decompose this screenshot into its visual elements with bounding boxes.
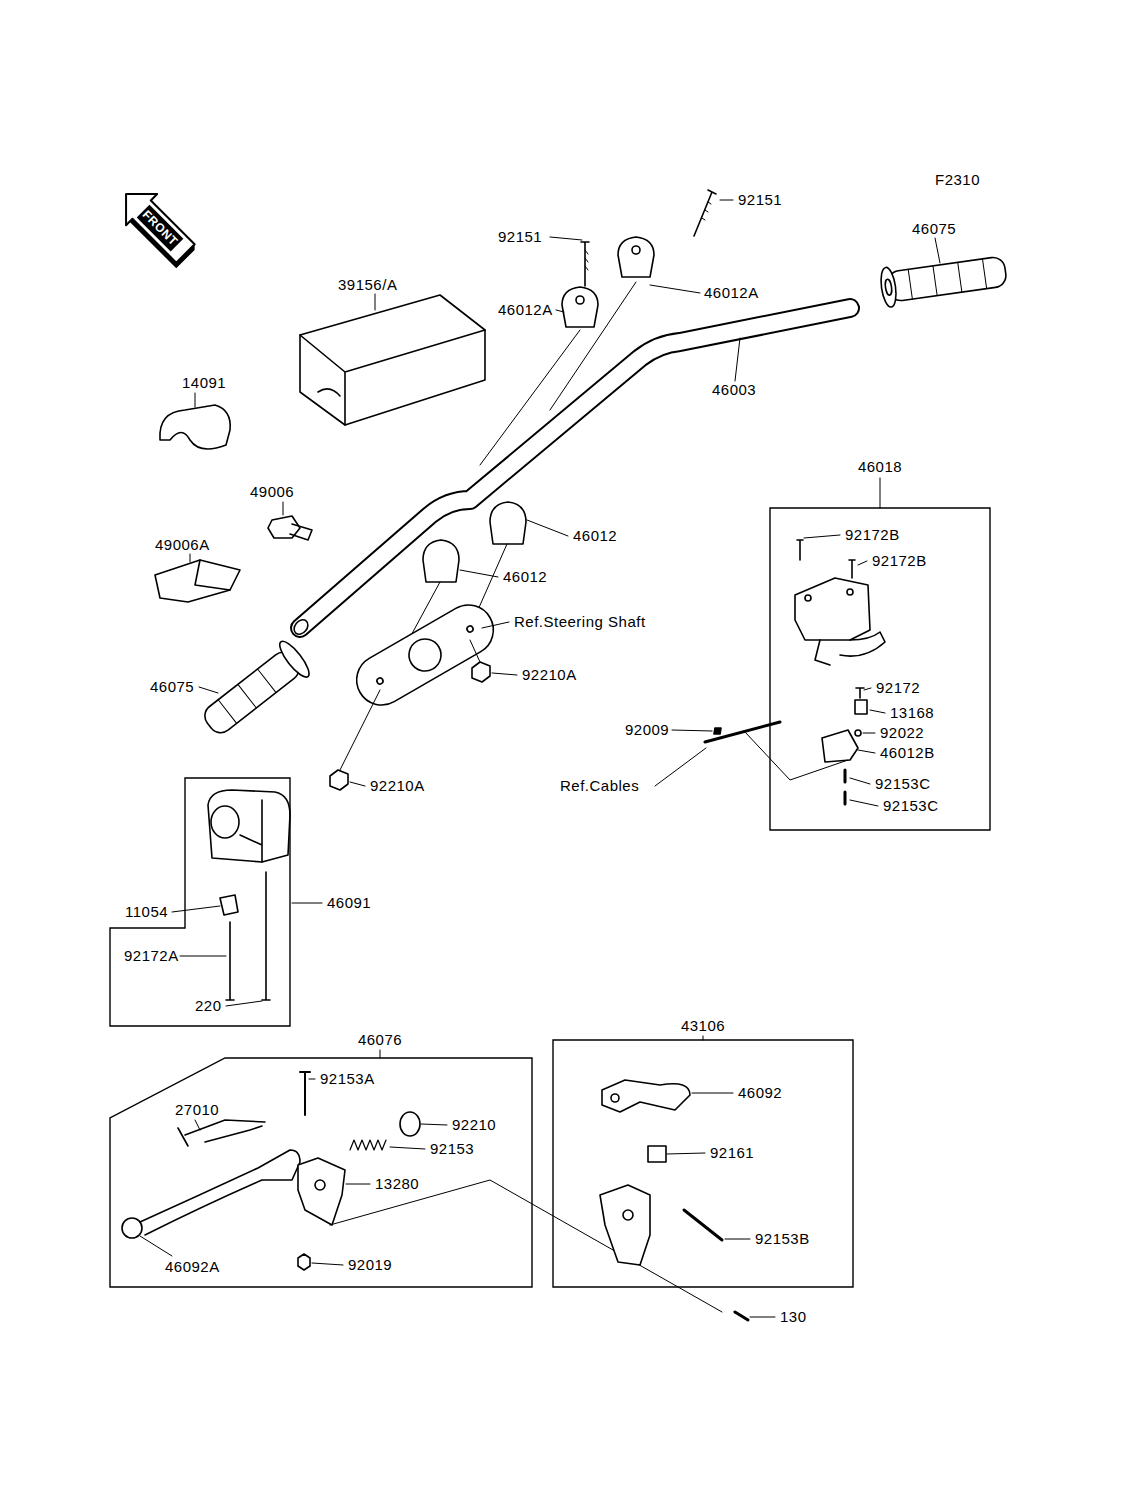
callout-number: Ref.Steering Shaft <box>514 613 646 631</box>
callout-number: 92019 <box>348 1256 392 1274</box>
grip <box>196 638 314 743</box>
callout-number: 46075 <box>150 678 194 696</box>
callout-number: 92153B <box>755 1230 810 1248</box>
callout-number: 46092 <box>738 1084 782 1102</box>
callout-number: 92153A <box>320 1070 375 1088</box>
group-outline <box>553 1040 853 1287</box>
callout-number: 92172B <box>872 552 927 570</box>
callout-number: 13280 <box>375 1175 419 1193</box>
callout-number: 92022 <box>880 724 924 742</box>
callout-number: 92009 <box>625 721 669 739</box>
callout-number: 46012B <box>880 744 935 762</box>
throttle-housing <box>795 540 885 665</box>
callout-number: 46012 <box>503 568 547 586</box>
callout-number: 46012 <box>573 527 617 545</box>
callout-number: 39156/A <box>338 276 397 294</box>
group-box: 46076 <box>110 1058 532 1287</box>
callout-number: 46012A <box>704 284 759 302</box>
callout-number: 92210 <box>452 1116 496 1134</box>
callout-number: 27010 <box>175 1101 219 1119</box>
callout-number: 46075 <box>912 220 956 238</box>
callout-number: 220 <box>195 997 222 1015</box>
callout-number: 92153C <box>883 797 939 815</box>
steering-plate <box>348 596 503 714</box>
group-number: 46018 <box>856 458 904 476</box>
callout-number: 46012A <box>498 301 553 319</box>
group-number: 46076 <box>356 1031 404 1049</box>
callout-number: 92172 <box>876 679 920 697</box>
clamp <box>562 237 654 327</box>
group-number: 43106 <box>679 1017 727 1035</box>
callout-number: 92161 <box>710 1144 754 1162</box>
callout-number: 11054 <box>125 903 168 921</box>
callout-number: 92210A <box>370 777 425 795</box>
group-box: 43106 <box>553 1040 853 1287</box>
callout-number: 49006 <box>250 483 294 501</box>
callout-number: 92151 <box>498 228 542 246</box>
front-arrow <box>111 179 204 272</box>
bar-pad <box>300 295 485 425</box>
group-outline <box>110 1058 532 1287</box>
callout-number: 92172A <box>124 947 179 965</box>
guard <box>160 405 230 449</box>
grip <box>879 251 1008 308</box>
brake-lever <box>600 1080 722 1265</box>
callout-number: Ref.Cables <box>560 777 639 795</box>
callout-number: F2310 <box>935 171 980 189</box>
callout-number: 130 <box>780 1308 807 1326</box>
callout-number: 92151 <box>738 191 782 209</box>
clutch-lever <box>122 1120 300 1238</box>
callout-number: 92172B <box>845 526 900 544</box>
callout-number: 46003 <box>712 381 756 399</box>
callout-number: 49006A <box>155 536 210 554</box>
group-box: 46091 <box>110 778 290 1026</box>
callout-number: 92153C <box>875 775 931 793</box>
group-number: 46091 <box>325 894 373 912</box>
callout-number: 92153 <box>430 1140 474 1158</box>
callout-number: 14091 <box>182 374 226 392</box>
callout-number: 46092A <box>165 1258 220 1276</box>
leader-lines <box>140 200 940 1317</box>
switch-housing <box>208 790 290 862</box>
group-outline <box>110 778 290 1026</box>
callout-number: 92210A <box>522 666 577 684</box>
callout-number: 13168 <box>890 704 934 722</box>
